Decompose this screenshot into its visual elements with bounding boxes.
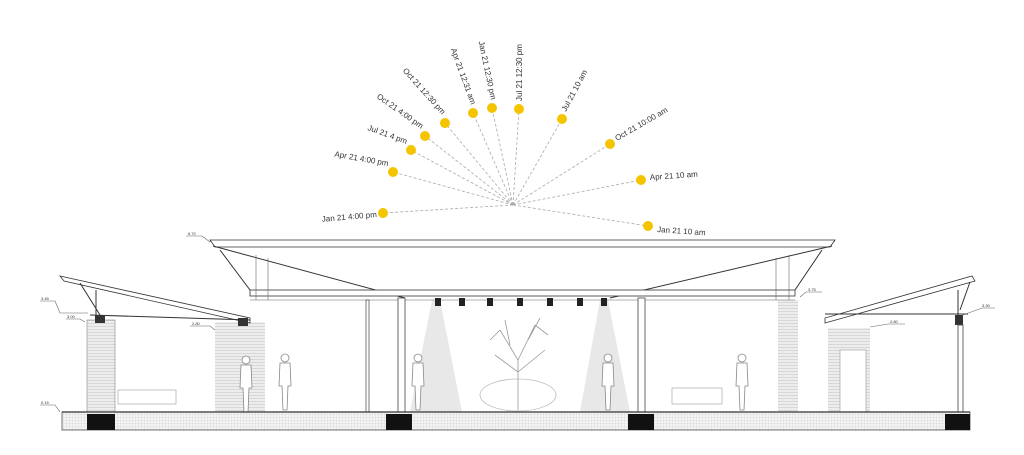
sun-label: Jan 21 12:30 pm — [477, 40, 498, 100]
level-left-eave: 3.00 — [66, 314, 86, 323]
sun-position: Jul 21 12:30 pm — [512, 44, 524, 206]
sun-icon — [468, 108, 478, 118]
sun-label: Oct 21 12:30 pm — [401, 66, 447, 116]
sun-ray — [410, 149, 514, 206]
sun-label: Oct 21 10:00 am — [614, 105, 670, 143]
skylight-fixture — [577, 298, 583, 306]
sun-ray — [512, 179, 642, 206]
sun-position: Jan 21 12:30 pm — [477, 40, 514, 206]
sun-label: Jul 21 10 am — [560, 68, 590, 113]
sun-ray — [392, 171, 514, 206]
sun-icon — [605, 139, 615, 149]
human-figures — [239, 353, 749, 413]
skylight-fixture — [487, 298, 493, 306]
svg-text:2.80: 2.80 — [192, 321, 201, 326]
left-wall — [86, 319, 116, 413]
sun-icon — [440, 118, 450, 128]
level-left-roof: 3.45 — [40, 296, 88, 314]
left-inner-wall — [215, 322, 265, 412]
svg-text:3.45: 3.45 — [41, 296, 50, 301]
sun-ray — [491, 107, 514, 206]
sun-label: Apr 21 12:31 am — [449, 47, 478, 106]
sun-label: Jan 21 4:00 pm — [321, 210, 377, 224]
right-lower-roof — [824, 275, 976, 325]
svg-text:2.80: 2.80 — [890, 319, 899, 324]
level-right-beam: 3.75 — [799, 287, 822, 298]
sun-position: Apr 21 4:00 pm — [334, 150, 514, 206]
sun-ray — [444, 122, 514, 206]
sun-icon — [487, 103, 497, 113]
sun-ray — [472, 112, 514, 206]
sun-position: Apr 21 12:31 am — [449, 47, 514, 206]
sun-label: Apr 21 10 am — [650, 170, 699, 182]
left-lower-roof — [58, 275, 251, 326]
person-figure — [278, 353, 292, 411]
sun-ray — [512, 108, 520, 206]
sun-ray — [382, 204, 514, 214]
sun-position: Jul 21 4 pm — [366, 123, 514, 206]
sun-position: Oct 21 10:00 am — [512, 105, 670, 206]
level-markers: 6.70 3.45 3.00 2.80 0.15 3.75 3.30 2.80 — [40, 231, 995, 413]
skylight-fixture — [517, 298, 523, 306]
sun-icon — [406, 145, 416, 155]
sun-label: Jul 21 4 pm — [366, 123, 408, 146]
skylight-fixtures — [435, 298, 607, 306]
svg-text:0.15: 0.15 — [41, 400, 50, 405]
sun-icon — [378, 208, 388, 218]
person-figure — [601, 353, 615, 411]
sun-position: Jul 21 10 am — [512, 68, 590, 206]
sun-label: Jan 21 10 am — [657, 225, 706, 237]
level-left-inner: 2.80 — [190, 321, 216, 331]
sun-position: Jan 21 4:00 pm — [321, 204, 514, 224]
skylight-fixture — [459, 298, 465, 306]
foundations — [87, 414, 970, 430]
bed — [117, 389, 177, 405]
sun-icon — [636, 175, 646, 185]
sun-icon — [643, 221, 653, 231]
sun-icon — [557, 114, 567, 124]
sun-ray — [512, 204, 649, 227]
sun-icon — [388, 167, 398, 177]
central-roof — [209, 239, 836, 301]
sun-icon — [514, 104, 524, 114]
skylight-fixture — [435, 298, 441, 306]
courtyard-tree — [479, 317, 557, 412]
sun-label: Jul 21 12:30 pm — [515, 44, 524, 101]
svg-text:3.30: 3.30 — [982, 303, 991, 308]
person-figure — [735, 353, 749, 411]
level-floor: 0.15 — [40, 400, 61, 413]
sun-label: Apr 21 4:00 pm — [334, 150, 390, 168]
sofa — [671, 387, 723, 405]
sun-ray — [512, 143, 611, 206]
level-central-roof: 6.70 — [186, 231, 211, 243]
svg-text:3.75: 3.75 — [808, 287, 817, 292]
skylight-fixture — [601, 298, 607, 306]
sun-icon — [420, 131, 430, 141]
sun-ray — [424, 135, 514, 206]
right-door — [839, 349, 867, 413]
level-right-roof: 3.30 — [962, 303, 995, 316]
sun-ray — [512, 118, 563, 206]
skylight-fixture — [547, 298, 553, 306]
person-figure — [411, 353, 425, 411]
svg-text:6.70: 6.70 — [188, 231, 197, 236]
svg-text:3.00: 3.00 — [67, 314, 76, 319]
sun-position: Jan 21 10 am — [512, 204, 706, 237]
floor-slab — [61, 411, 971, 431]
level-right-inner: 2.80 — [869, 319, 905, 328]
sun-label: Oct 21 4:00 pm — [375, 92, 425, 131]
sun-position: Apr 21 10 am — [512, 170, 699, 206]
right-inner-wall — [778, 300, 798, 412]
